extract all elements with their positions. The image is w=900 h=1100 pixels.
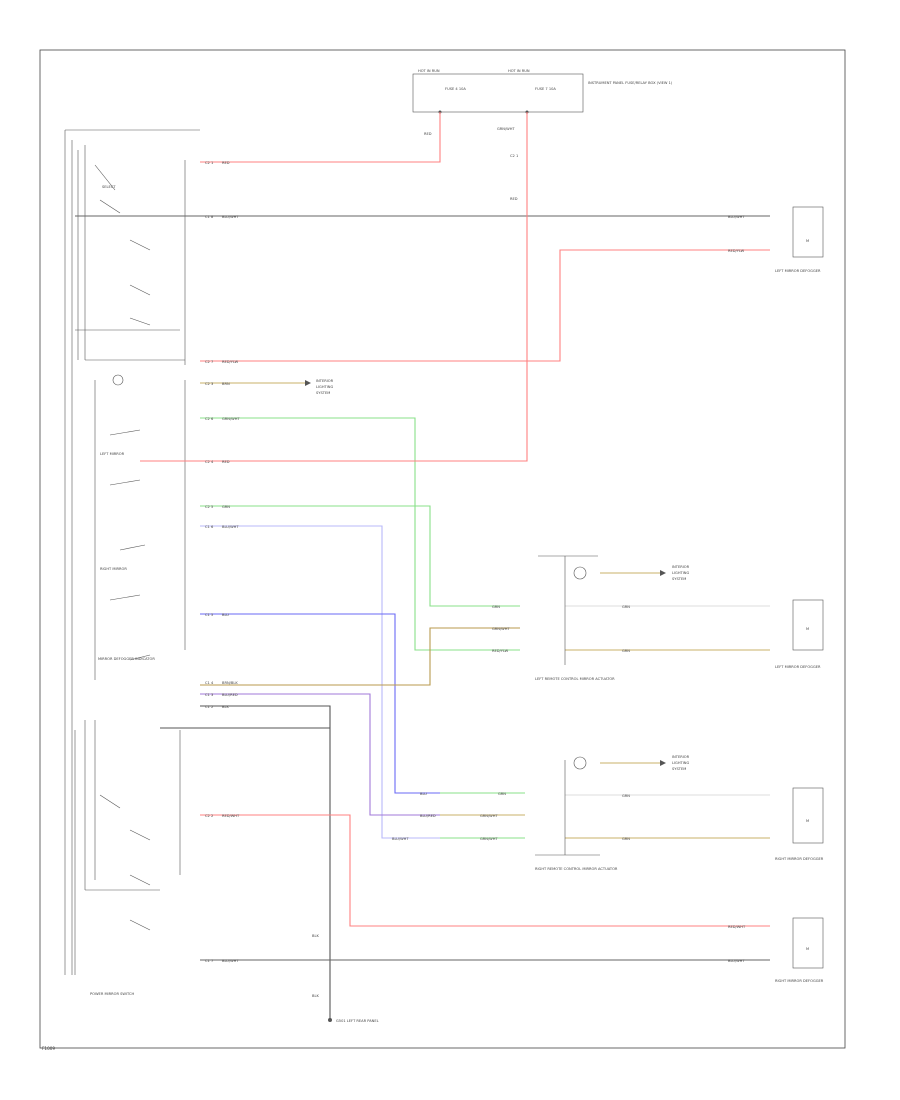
pin-9: C1 5 [205,613,213,617]
svg-text:INTERIOR: INTERIOR [672,565,690,569]
svg-text:GRN: GRN [622,794,630,798]
harness-label-1: RED [424,132,432,136]
svg-text:BLU/WHT: BLU/WHT [728,959,745,963]
fuse-box: HOT IN RUN HOT IN RUN FUSE 4 10A FUSE 7 … [412,69,673,114]
harness-label-2: GRN/WHT [497,127,515,131]
pin-5: C2 6 [205,417,214,421]
svg-text:BLU: BLU [420,792,427,796]
motor-m-icon: M [806,239,809,243]
fuse-box-note: INSTRUMENT PANEL FUSE/RELAY BOX (VIEW 1) [588,81,673,85]
left-mirror-defogger-label: LEFT MIRROR DEFOGGER [775,269,821,273]
ground-label: G501 LEFT REAR PANEL [336,1019,379,1023]
right-mirror-defogger-label: RIGHT MIRROR DEFOGGER [775,979,824,983]
svg-text:GRN: GRN [622,837,630,841]
fuse-right: FUSE 7 10A [535,87,556,91]
pin-1-wire: RED [222,161,230,165]
svg-text:LIGHTING: LIGHTING [316,385,333,389]
switch-assembly-label: POWER MIRROR SWITCH [90,992,134,996]
svg-text:LIGHTING: LIGHTING [672,571,689,575]
pin-4: C2 3 [205,382,213,386]
svg-text:LEFT MIRROR DEFOGGER: LEFT MIRROR DEFOGGER [775,665,821,669]
left-mirror-motor: M BLU/WHT RED/YLW LEFT MIRROR DEFOGGER [728,206,824,273]
pin-2-wire: BLU/WHT [222,215,239,219]
pin-11: C1 3 [205,693,213,697]
dimmer-ref-top: INTERIOR LIGHTING SYSTEM [305,379,334,395]
svg-text:RED/WHT: RED/WHT [728,925,746,929]
pin-5-wire: GRN/WHT [222,417,240,421]
svg-text:SYSTEM: SYSTEM [672,767,686,771]
svg-text:SYSTEM: SYSTEM [316,391,330,395]
svg-text:GRN: GRN [622,605,630,609]
svg-text:BLU/RED: BLU/RED [420,814,436,818]
harness-label-3: C2 1 [510,154,518,158]
dimmer-ref-left-defog: INTERIOR LIGHTING SYSTEM [660,565,690,581]
select-label: SELECT [102,185,116,189]
svg-text:RIGHT MIRROR DEFOGGER: RIGHT MIRROR DEFOGGER [775,857,824,861]
pin-13: C2 2 [205,814,213,818]
fuse-box-right-label: HOT IN RUN [508,69,530,73]
left-motor-wire-1: BLU/WHT [728,215,745,219]
fuse-box-left-label: HOT IN RUN [418,69,440,73]
pin-labels: C2 1 RED C1 8 BLU/WHT C2 7 RED/YLW C2 3 … [205,161,240,963]
dimmer-ref-right-defog: INTERIOR LIGHTING SYSTEM [660,755,690,771]
svg-text:GRN: GRN [498,792,506,796]
svg-text:BLK: BLK [312,994,319,998]
pin-6: C2 4 [205,460,214,464]
pin-2: C1 8 [205,215,214,219]
pin-7-wire: GRN [222,505,230,509]
svg-text:M: M [806,947,809,951]
pin-12: C1 2 [205,705,213,709]
pin-14-wire: BLU/WHT [222,959,239,963]
svg-text:INTERIOR: INTERIOR [316,379,334,383]
svg-text:GRN: GRN [622,649,630,653]
right-defog-unit: BLU BLU/RED BLU/WHT GRN GRN/WHT GRN/WHT … [392,756,824,871]
svg-text:GRN/WHT: GRN/WHT [492,627,510,631]
pin-1: C2 1 [205,161,213,165]
pin-4-wire: BRN [222,382,230,386]
left-motor-wire-2: RED/YLW [728,249,745,253]
svg-text:LIGHTING: LIGHTING [672,761,689,765]
pin-3: C2 7 [205,360,213,364]
pin-10-wire: BRN/BLK [222,681,238,685]
left-defog-unit: GRN GRN/WHT RED/YLW GRN GRN LEFT REMOTE … [492,555,824,681]
ground: BLK BLK G501 LEFT REAR PANEL [312,934,379,1023]
defog-indicator-label: MIRROR DEFOGGER INDICATOR [98,657,155,661]
svg-text:RED/YLW: RED/YLW [492,649,509,653]
right-mirror-motor: M RED/WHT BLU/WHT RIGHT MIRROR DEFOGGER [728,917,824,983]
pin-14: C1 7 [205,959,213,963]
pin-6-wire: RED [222,460,230,464]
pin-3-wire: RED/YLW [222,360,239,364]
pin-13-wire: RED/WHT [222,814,240,818]
harness-label-4: RED [510,197,518,201]
svg-text:GRN/WHT: GRN/WHT [480,837,498,841]
wires [75,112,770,1020]
pin-11-wire: BLU/RED [222,693,238,697]
right-mirror-label: RIGHT MIRROR [100,567,127,571]
svg-text:BLU/WHT: BLU/WHT [392,837,409,841]
pin-12-wire: BLK [222,705,229,709]
svg-text:GRN: GRN [492,605,500,609]
pin-9-wire: BLU [222,613,229,617]
switch-assembly: SELECT LEFT MIRROR RIGHT MIRROR MIRROR D… [64,129,200,996]
footer-code: F1009 [42,1046,55,1051]
right-actuator-label: RIGHT REMOTE CONTROL MIRROR ACTUATOR [535,867,618,871]
fuse-left: FUSE 4 10A [445,87,466,91]
left-actuator-label: LEFT REMOTE CONTROL MIRROR ACTUATOR [535,677,615,681]
left-mirror-label: LEFT MIRROR [100,452,125,456]
svg-text:INTERIOR: INTERIOR [672,755,690,759]
pin-10: C1 4 [205,681,214,685]
pin-8-wire: BLU/WHT [222,525,239,529]
svg-text:M: M [806,627,809,631]
svg-text:M: M [806,819,809,823]
svg-text:GRN/WHT: GRN/WHT [480,814,498,818]
diagram-frame [39,49,846,1049]
pin-8: C1 6 [205,525,214,529]
pin-7: C2 5 [205,505,213,509]
svg-text:SYSTEM: SYSTEM [672,577,686,581]
svg-text:BLK: BLK [312,934,319,938]
